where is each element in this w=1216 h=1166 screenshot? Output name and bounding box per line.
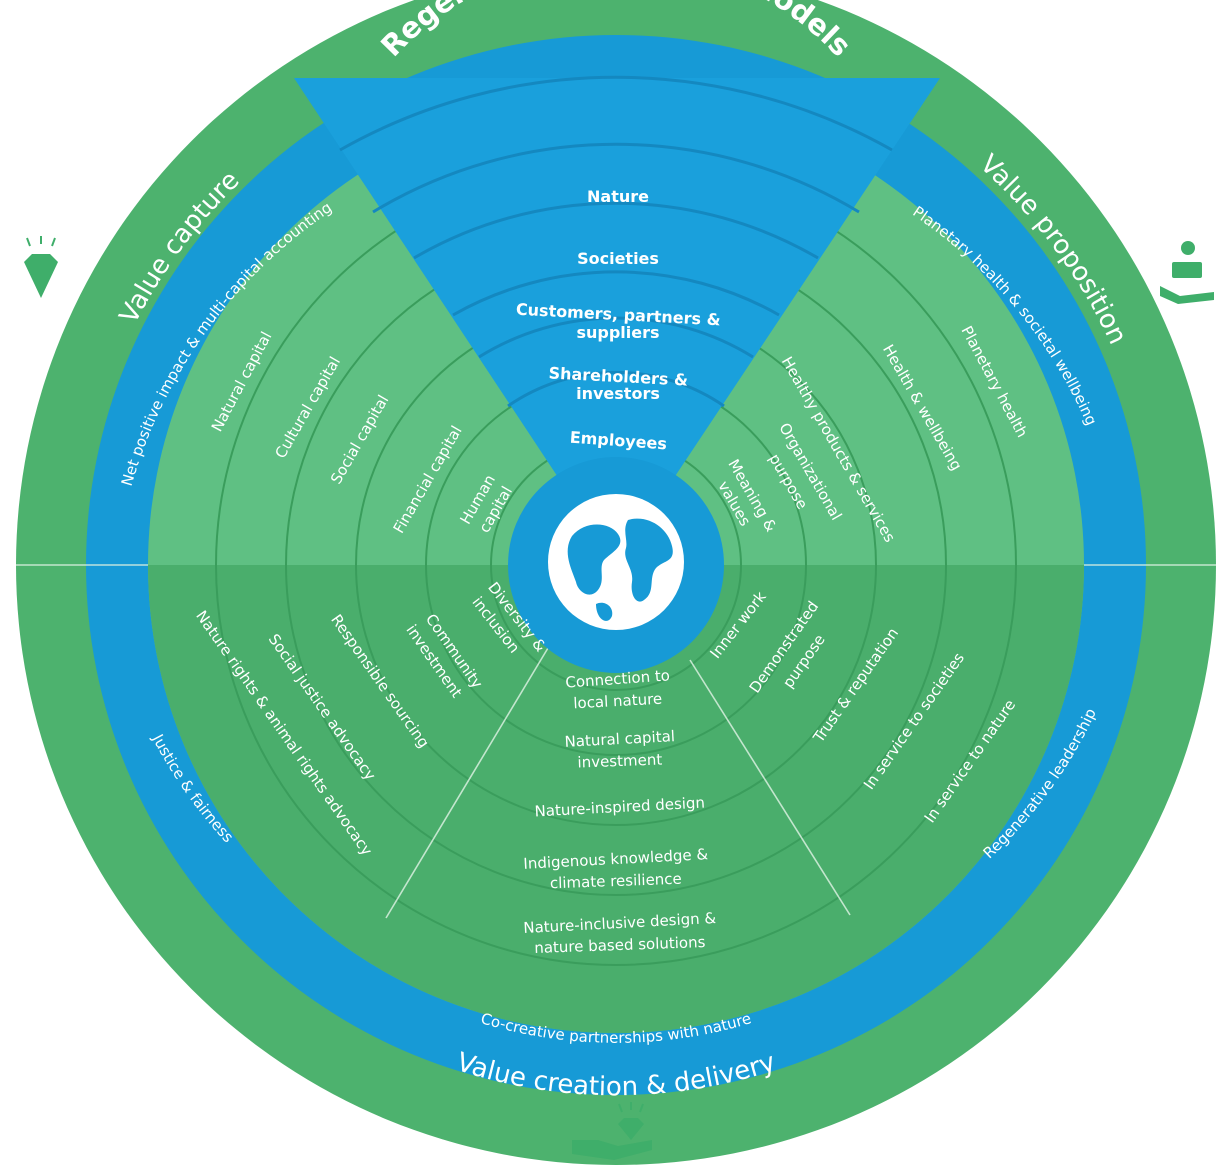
wedge-arcs [339, 75, 893, 408]
globe-icon [548, 494, 684, 630]
hand-plant-icon [1160, 241, 1214, 304]
delivery-natural-capital-1: Natural capital [564, 727, 675, 751]
stakeholder-nature: Nature [587, 187, 649, 206]
delivery-indigenous-2: climate resilience [550, 870, 682, 893]
stakeholder-societies: Societies [577, 249, 659, 268]
delivery-connection-2: local nature [573, 690, 663, 713]
gem-icon [24, 236, 58, 298]
stakeholder-customers-2: suppliers [576, 323, 659, 342]
delivery-nature-inclusive-2: nature based solutions [534, 933, 706, 957]
stakeholder-shareholders-2: investors [576, 384, 660, 403]
sector-dividers [16, 564, 1216, 919]
stakeholder-wedge [294, 78, 940, 565]
delivery-natural-capital-2: investment [577, 751, 662, 772]
lower-half [148, 565, 1084, 1033]
hand-gem-icon [572, 1102, 652, 1160]
